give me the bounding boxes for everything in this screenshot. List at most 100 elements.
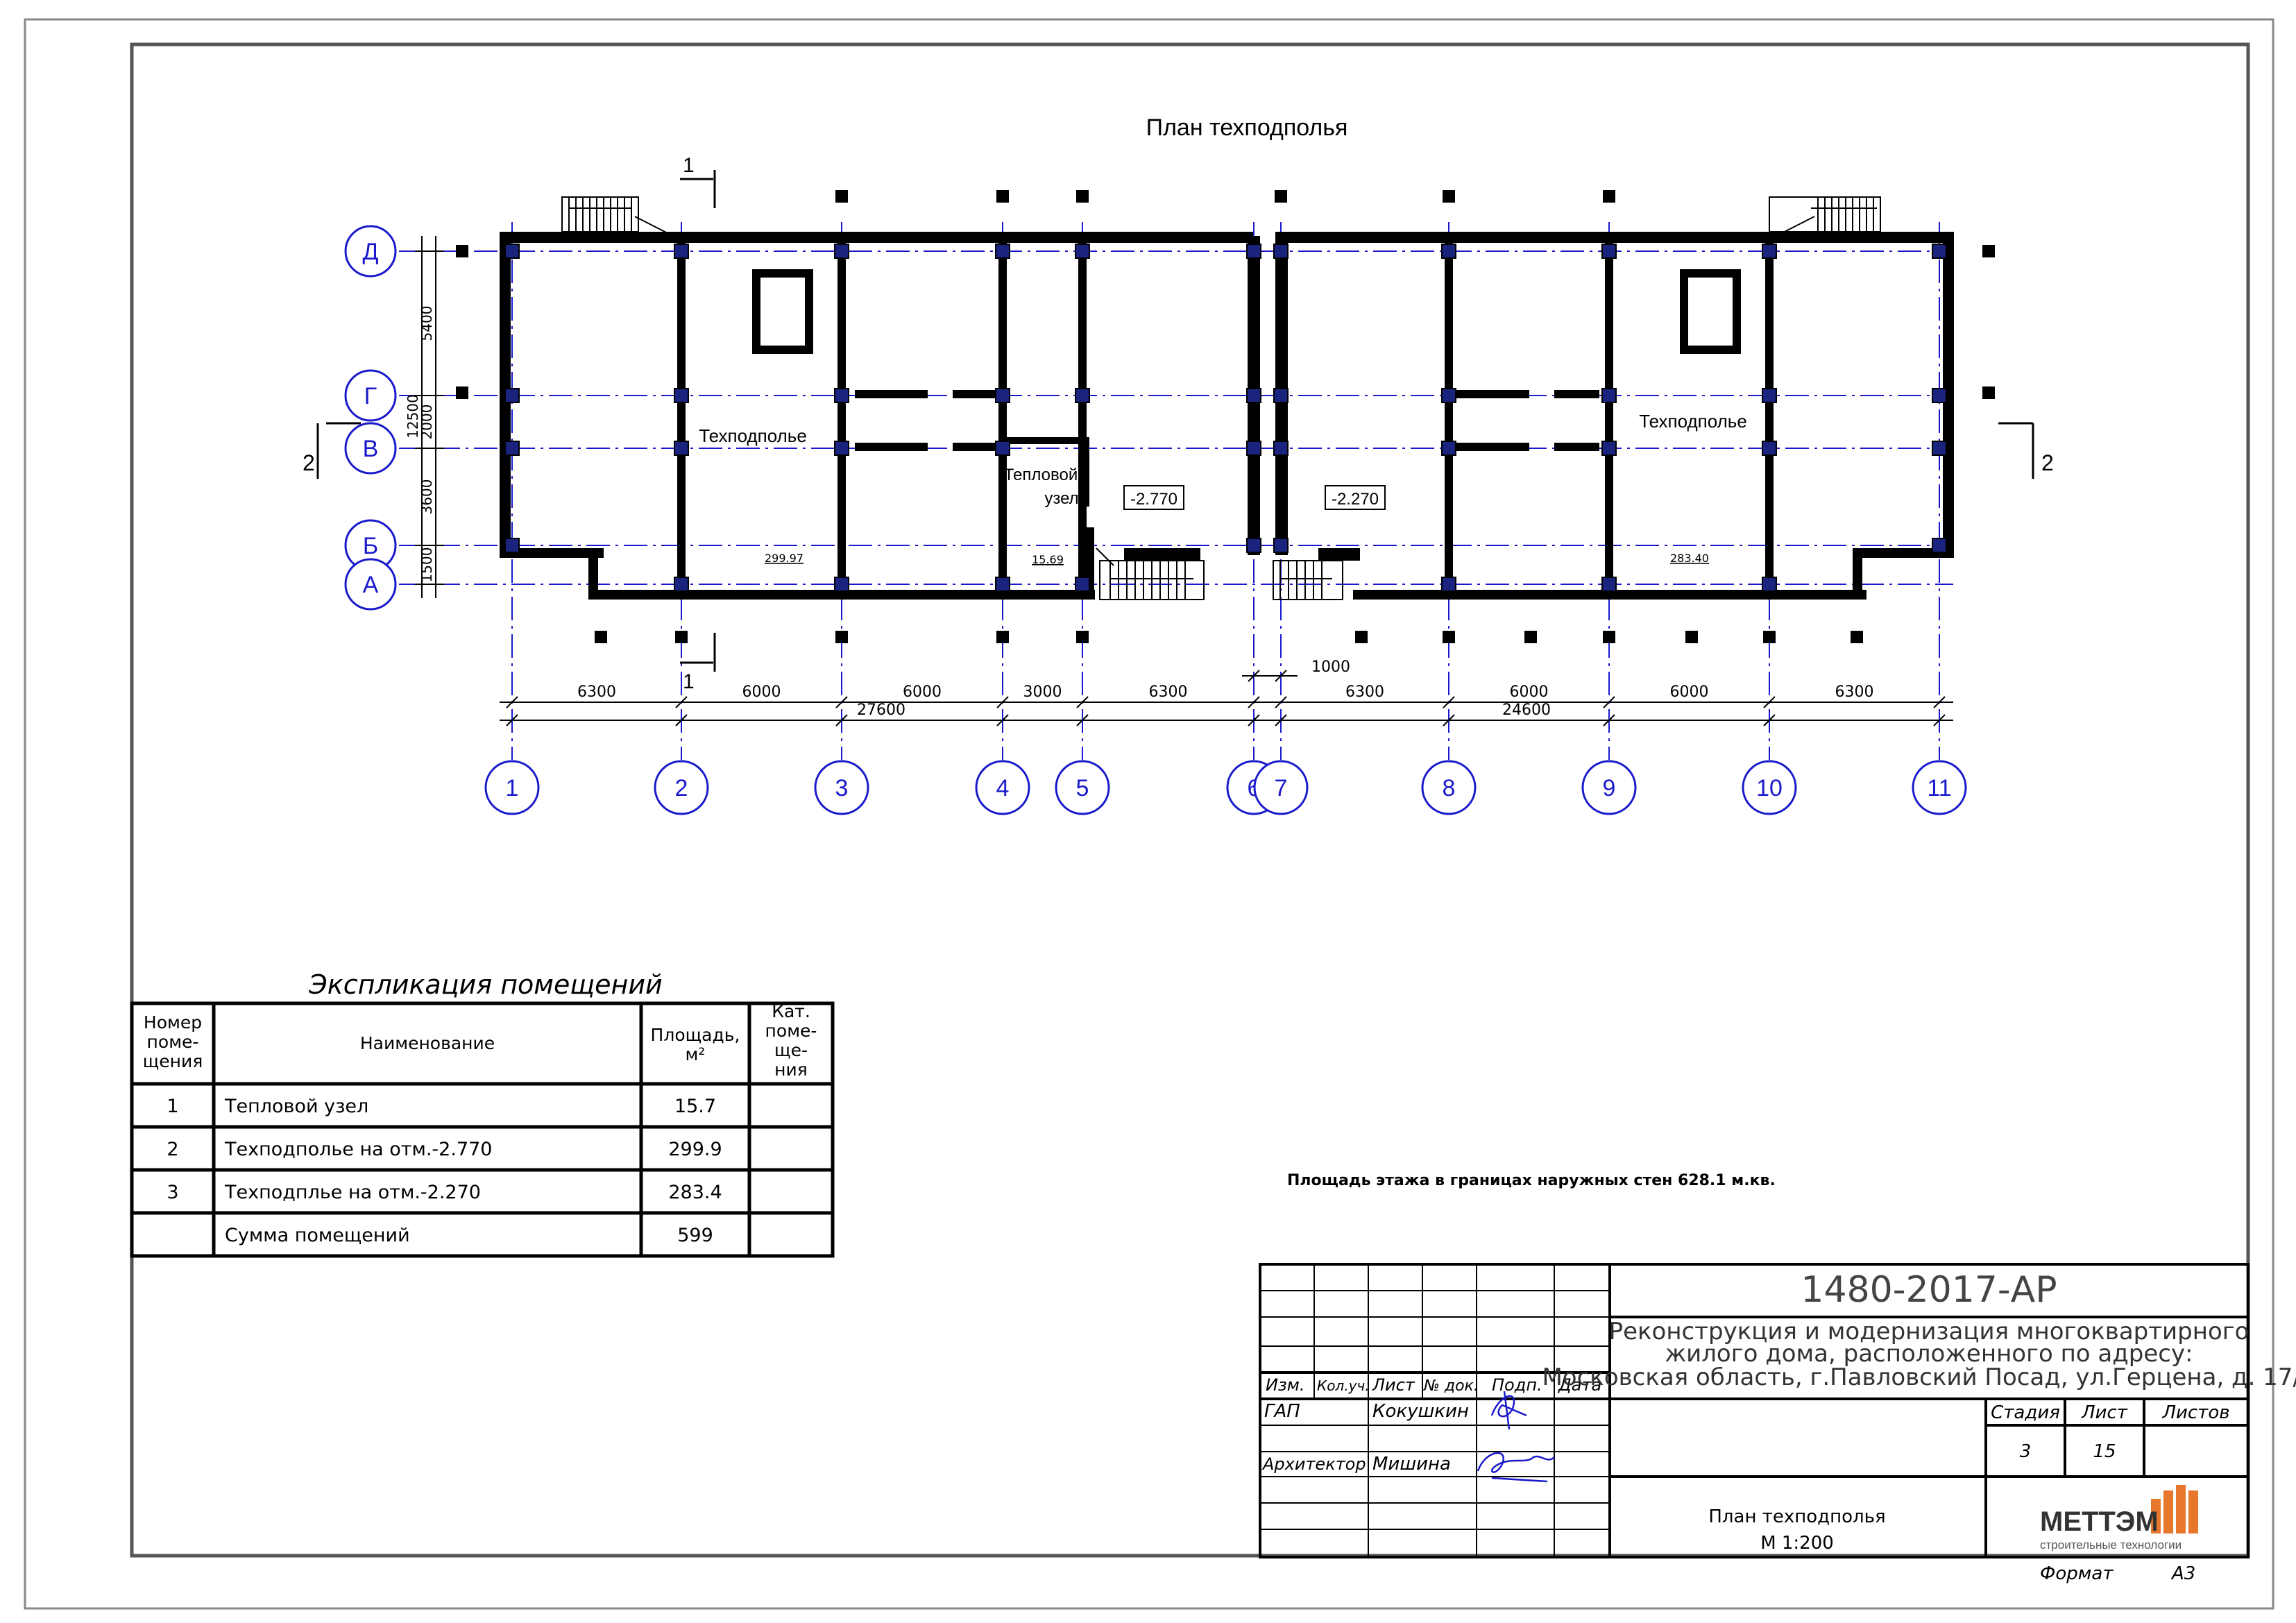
role-arch: Архитектор <box>1261 1454 1366 1474</box>
column <box>834 577 849 592</box>
column <box>1932 538 1947 553</box>
column <box>1601 388 1617 403</box>
project-line-1: Реконструкция и модернизация многокварти… <box>1609 1318 2250 1345</box>
stage-value: 3 <box>2020 1441 2032 1462</box>
table-row-1-name: Тепловой узел <box>224 1096 368 1117</box>
section-2-right: 2 <box>2041 450 2054 475</box>
column <box>1246 388 1261 403</box>
column <box>1932 388 1947 403</box>
axis-bubble-number <box>1421 760 1477 815</box>
axis-label-number: 7 <box>1275 775 1288 801</box>
column <box>834 388 849 403</box>
axis-bubble-letter <box>344 225 397 278</box>
axis-label-letter: Д <box>362 239 378 265</box>
title-block: Изм. Кол.уч. Лист № док. Подп. Дата ГАП … <box>1259 1263 2296 1584</box>
sheet-value: 15 <box>2093 1441 2116 1462</box>
column <box>995 441 1010 456</box>
section-marker-2 <box>316 422 2034 479</box>
exterior-pier <box>996 631 1009 643</box>
exterior-pier <box>1443 631 1455 643</box>
axis-bubble-number <box>975 760 1030 815</box>
axis-label-number: 9 <box>1603 775 1616 801</box>
sheet-label: Лист <box>2081 1402 2128 1423</box>
column <box>995 577 1010 592</box>
column <box>995 388 1010 403</box>
axis-label-number: 8 <box>1443 775 1456 801</box>
axis-label-number: 5 <box>1076 775 1089 801</box>
exterior-pier <box>1603 190 1615 203</box>
axis-bubble-number <box>1055 760 1110 815</box>
column <box>1273 244 1289 259</box>
th-cat-3: ще- <box>774 1040 808 1060</box>
drawing-scale: М 1:200 <box>1760 1533 1834 1554</box>
plan-title: План техподполья <box>1146 114 1348 141</box>
axis-bubble-number <box>654 760 709 815</box>
drawing-code: 1480-2017-АР <box>1801 1269 2057 1311</box>
column <box>674 577 689 592</box>
table-row-1-area: 15.7 <box>674 1096 716 1117</box>
column <box>1075 388 1090 403</box>
exterior-pier <box>1763 631 1776 643</box>
table-row-1-num: 1 <box>167 1096 178 1117</box>
table-row-2-area: 299.9 <box>668 1139 722 1160</box>
column <box>1601 244 1617 259</box>
bay-dimension: 3000 <box>1023 683 1062 701</box>
number-axes: 1234567891011 <box>484 760 1967 815</box>
gap-dim: 1000 <box>1311 658 1350 676</box>
format-label: Формат <box>2040 1563 2114 1584</box>
total-dim-right: 24600 <box>1502 702 1551 719</box>
column <box>1246 441 1261 456</box>
th-area-1: Площадь, <box>651 1025 740 1045</box>
area-right: 283.40 <box>1670 552 1709 565</box>
column <box>1601 577 1617 592</box>
vdim-2000: 2000 <box>418 405 435 440</box>
column <box>1762 577 1777 592</box>
stage-label: Стадия <box>1991 1402 2060 1423</box>
exterior-pier <box>456 245 468 257</box>
columns <box>504 244 1947 592</box>
bay-dimension: 6000 <box>1670 683 1709 701</box>
column <box>504 538 520 553</box>
axis-label-letter: Б <box>363 533 378 559</box>
th-cat-1: Кат. <box>772 1001 810 1021</box>
exterior-pier <box>1275 190 1287 203</box>
format-value: А3 <box>2170 1563 2195 1584</box>
level-left: -2.770 <box>1130 490 1177 509</box>
th-cat-4: ния <box>774 1060 808 1080</box>
column <box>674 244 689 259</box>
outer-border <box>24 18 2274 1610</box>
column <box>1601 441 1617 456</box>
exterior-piers <box>456 190 1995 643</box>
column <box>1441 577 1456 592</box>
axis-label-number: 11 <box>1927 775 1951 801</box>
table-row-4-area: 599 <box>677 1225 713 1246</box>
table-row-3-num: 3 <box>167 1182 178 1203</box>
column <box>995 244 1010 259</box>
table-row-2-name: Техподполье на отм.-2.770 <box>224 1139 492 1160</box>
column <box>1441 441 1456 456</box>
column <box>1075 244 1090 259</box>
bay-dimension: 6300 <box>577 683 616 701</box>
col-koluch: Кол.уч. <box>1317 1377 1370 1394</box>
drawing-name: План техподполья <box>1708 1506 1885 1527</box>
section-1-top: 1 <box>683 154 695 177</box>
name-gap: Кокушкин <box>1372 1401 1469 1422</box>
axis-bubble-number <box>1253 760 1309 815</box>
vdim-3600: 3600 <box>418 479 435 515</box>
floor-plan: Техподполье Техподполье Тепловой узел -2… <box>303 154 2054 815</box>
column <box>674 441 689 456</box>
heat-unit-label-1: Тепловой <box>1004 466 1078 484</box>
axis-label-number: 1 <box>506 775 519 801</box>
hatch-right <box>1680 269 1741 354</box>
axis-bubble-letter <box>344 558 397 611</box>
vdim-total: 12500 <box>405 394 421 439</box>
hatch-left <box>752 269 813 354</box>
horizontal-dimension-lines <box>500 670 1953 726</box>
axis-bubble-letter <box>344 369 397 422</box>
area-left: 299.97 <box>765 552 803 565</box>
exterior-pier <box>1851 631 1863 643</box>
company-logo: МЕТТЭМ строительные технологии <box>2040 1485 2198 1552</box>
axis-bubble-letter <box>344 422 397 475</box>
room-label-left: Техподполье <box>699 425 807 446</box>
axis-bubble-number <box>814 760 869 815</box>
